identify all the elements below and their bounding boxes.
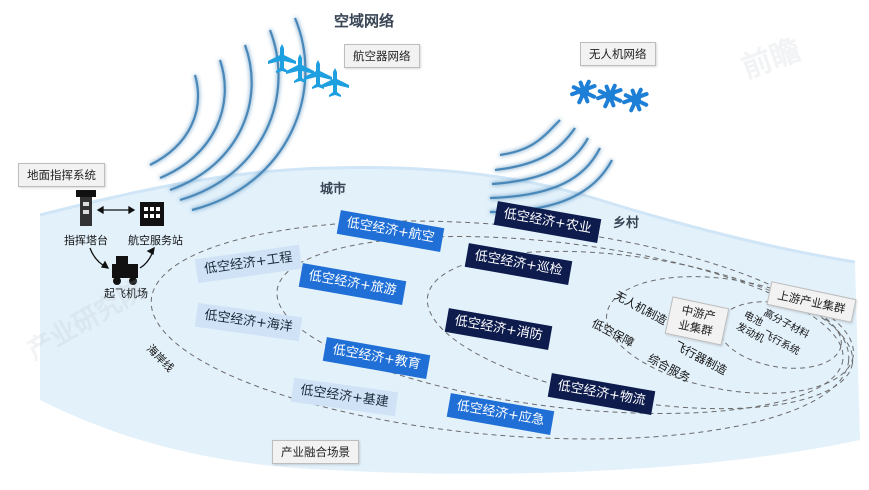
- drone-network-callout: 无人机网络: [580, 42, 656, 66]
- airport-vehicle-icon: [112, 256, 138, 285]
- signal-wave-icon: [191, 17, 307, 212]
- airspace-title: 空域网络: [334, 12, 395, 30]
- city-label: 城市: [320, 182, 347, 197]
- countryside-label: 乡村: [613, 216, 640, 231]
- signal-wave-icon: [491, 137, 589, 186]
- countryside-zone-ellipse: [426, 250, 854, 410]
- signal-wave-icon: [159, 59, 226, 180]
- signal-wave-icon: [494, 127, 576, 172]
- signal-wave-icon: [169, 44, 253, 192]
- outer-zone-ellipse: [150, 220, 850, 440]
- signal-wave-icon: [499, 119, 561, 157]
- land-edge: [39, 165, 856, 264]
- ground-command-callout: 地面指挥系统: [18, 163, 105, 187]
- industry-fusion-callout: 产业融合场景: [272, 440, 359, 464]
- aircraft-network-callout: 航空器网络: [344, 44, 420, 68]
- takeoff-field-label: 起飞机场: [104, 287, 148, 300]
- ground-link-arrows: [89, 205, 155, 269]
- aircraft-signal-waves: [149, 17, 307, 212]
- drone-fleet-icon: [567, 76, 653, 116]
- city-zone-ellipse: [276, 236, 844, 414]
- zone-boundaries: [150, 220, 854, 440]
- aviation-service-station-label: 航空服务站: [128, 234, 183, 247]
- signal-wave-icon: [179, 29, 280, 202]
- signal-wave-icon: [489, 147, 601, 200]
- midstream-zone-ellipse: [606, 276, 854, 394]
- aircraft-fleet-icon: [268, 44, 349, 97]
- signal-wave-icon: [149, 74, 200, 166]
- control-tower-icon: [76, 190, 96, 226]
- service-station-icon: [140, 202, 164, 226]
- drone-signal-waves: [489, 119, 613, 214]
- control-tower-label: 指挥塔台: [64, 234, 108, 247]
